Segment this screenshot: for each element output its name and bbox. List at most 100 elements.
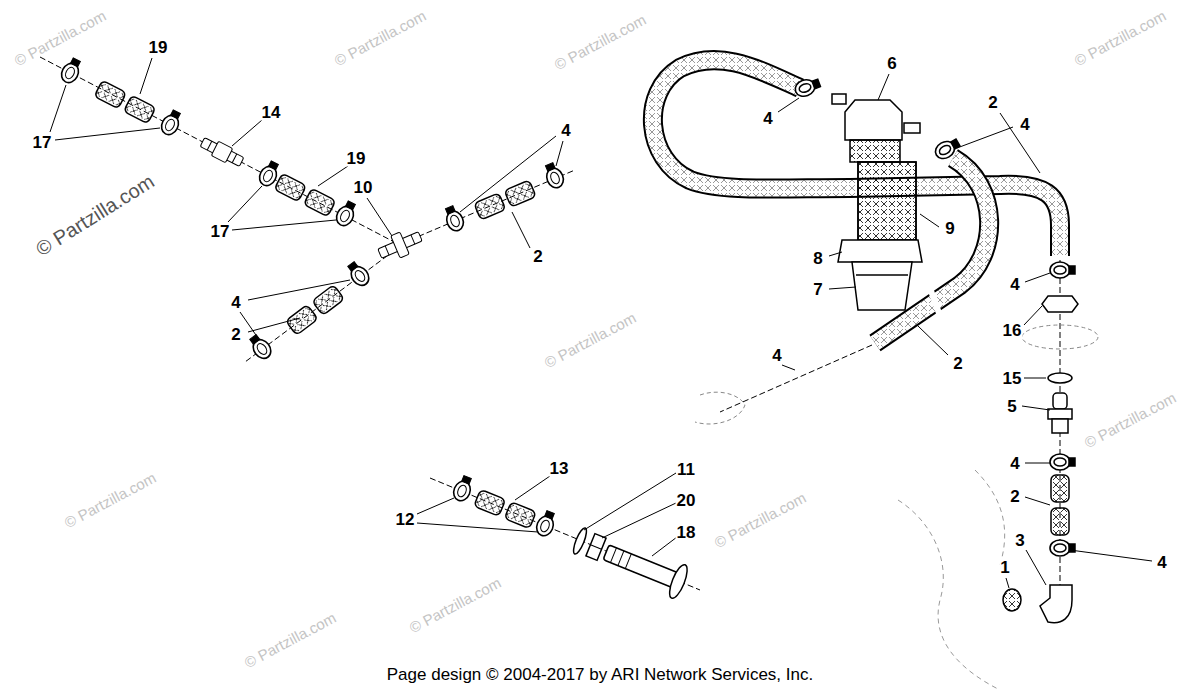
leader-lines — [1022, 406, 1050, 410]
callout-number: 4 — [1019, 116, 1030, 133]
leader-lines — [920, 214, 939, 227]
fuel-filter — [845, 100, 902, 140]
fitting-chain — [1050, 262, 1075, 278]
fitting-chain — [1050, 540, 1075, 556]
leader-lines — [957, 127, 1013, 148]
leader-lines — [417, 498, 454, 514]
fuel-filter — [852, 262, 912, 310]
leader-lines — [1025, 497, 1050, 505]
watermark: © Partzilla.com — [1082, 390, 1178, 451]
fitting-chain — [1050, 454, 1075, 470]
callout-number: 6 — [886, 55, 897, 72]
hose-assembly-left — [58, 56, 84, 86]
callout-number: 16 — [1002, 322, 1023, 339]
hose-assembly-left — [442, 204, 466, 233]
leader-lines — [367, 198, 392, 236]
leader-lines — [1024, 306, 1042, 325]
fuel-filter — [793, 75, 962, 310]
callout-number: 4 — [230, 294, 241, 311]
watermark: © Partzilla.com — [332, 8, 428, 69]
callout-number: 12 — [395, 511, 416, 528]
leader-lines — [228, 186, 262, 222]
callout-number: 4 — [762, 110, 773, 127]
callout-number: 2 — [532, 248, 543, 265]
hose-assembly-left — [207, 141, 212, 150]
fitting-chain — [1051, 475, 1069, 535]
callout-number: 2 — [987, 94, 998, 111]
watermark: © Partzilla.com — [33, 171, 158, 259]
leader-lines — [878, 74, 889, 100]
fuel-filter — [793, 75, 822, 99]
fuel-filter — [832, 94, 846, 104]
callout-number: 4 — [1009, 276, 1020, 293]
leader-lines — [1025, 463, 1050, 464]
hose-assembly-middle — [451, 474, 475, 503]
callout-number: 14 — [261, 104, 282, 121]
fuel-filter — [850, 140, 900, 162]
callout-number: 3 — [1014, 532, 1025, 549]
hose-assembly-left — [94, 80, 156, 123]
leader-lines — [140, 58, 152, 94]
hose-assembly-left — [286, 285, 345, 335]
fitting-chain — [1022, 325, 1098, 349]
watermark: © Partzilla.com — [712, 490, 808, 551]
leader-lines — [417, 523, 538, 532]
watermark: © Partzilla.com — [1072, 8, 1168, 69]
hose-assembly-left — [542, 161, 566, 190]
leader-lines — [248, 280, 350, 300]
callout-number: 4 — [771, 347, 782, 364]
callout-number: 5 — [1006, 398, 1017, 415]
leader-lines — [1070, 550, 1152, 561]
hose-assembly-middle — [625, 554, 631, 569]
hose-assembly-left — [333, 199, 359, 229]
hose-assembly-middle — [430, 474, 700, 600]
leader-lines — [248, 318, 300, 332]
callout-number: 1 — [999, 559, 1010, 576]
callout-number: 10 — [353, 179, 374, 196]
hose-assembly-left — [375, 225, 425, 264]
hose-assembly-left — [345, 259, 373, 289]
leader-lines — [1006, 578, 1009, 588]
engine-outline — [975, 470, 1005, 565]
hose-assembly-left — [158, 108, 184, 138]
fuel-filter — [858, 162, 916, 240]
leader-lines — [829, 287, 856, 289]
watermark: © Partzilla.com — [542, 310, 638, 371]
callout-number: 4 — [560, 122, 571, 139]
engine-outline — [898, 500, 1000, 690]
hose-assembly-left — [232, 154, 237, 163]
callout-number: 8 — [812, 250, 823, 267]
leader-lines — [240, 312, 258, 338]
hose-assembly-left — [211, 141, 233, 163]
hose-assembly-left — [245, 250, 395, 362]
callout-number: 4 — [1009, 455, 1020, 472]
fuel-filter — [838, 240, 922, 262]
leader-lines — [584, 473, 676, 530]
fitting-chain — [1040, 585, 1072, 623]
leader-lines — [232, 120, 262, 146]
leader-lines — [1000, 113, 1040, 173]
leader-lines — [1025, 273, 1050, 282]
callout-number: 17 — [210, 223, 231, 240]
callout-number: 2 — [952, 355, 963, 372]
watermark: © Partzilla.com — [407, 575, 503, 636]
leader-lines — [556, 141, 563, 166]
fitting-chain — [1003, 589, 1021, 611]
hose-assembly-left — [391, 232, 410, 258]
hose-assembly-left — [378, 232, 422, 258]
callout-number: 4 — [1156, 554, 1167, 571]
hose-assembly-left — [411, 235, 415, 244]
callout-number: 13 — [549, 460, 570, 477]
callout-number: 7 — [812, 281, 823, 298]
leader-lines — [1026, 550, 1046, 585]
hose-assembly-middle — [618, 551, 624, 566]
leader-lines — [50, 85, 66, 132]
fitting-chain — [1052, 419, 1068, 433]
hose-assembly-middle — [534, 509, 558, 538]
callout-number: 19 — [148, 39, 169, 56]
fuel-filter — [856, 274, 908, 276]
hose-assembly-left — [385, 246, 389, 255]
leader-lines — [918, 326, 948, 355]
fuel-hose — [653, 60, 1060, 424]
